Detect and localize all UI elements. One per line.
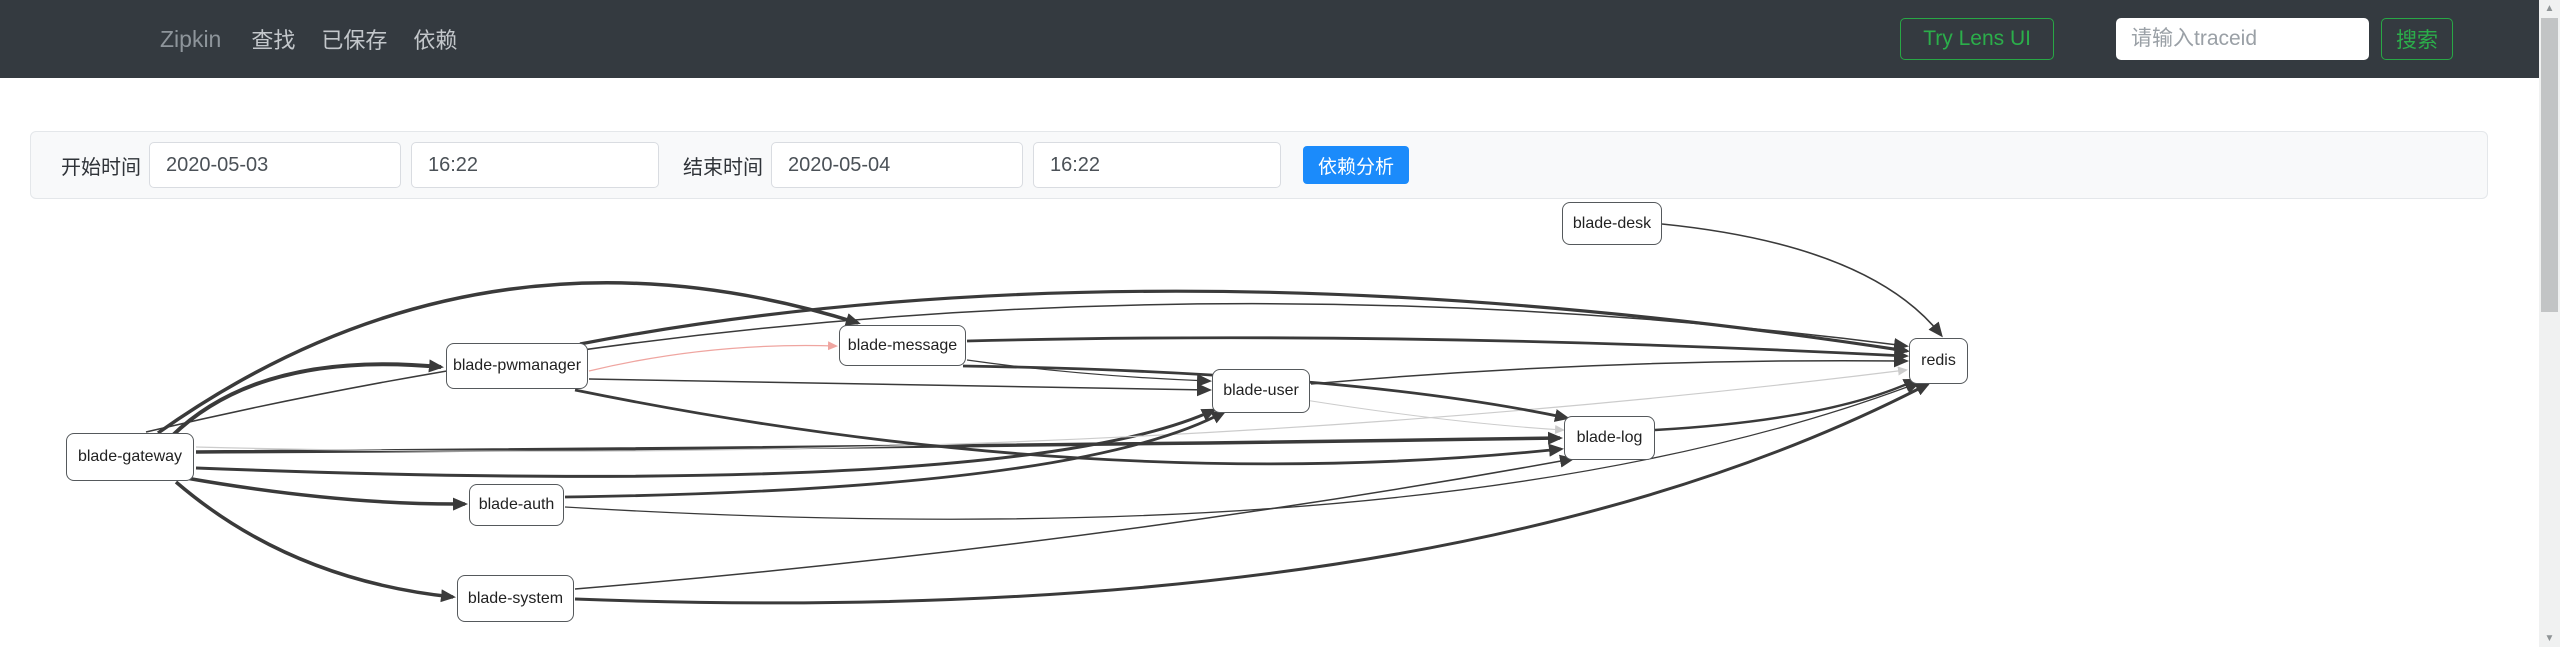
graph-node-blade-message[interactable]: blade-message — [839, 325, 966, 366]
edge-blade-gateway-to-redis — [195, 366, 1908, 452]
edge-blade-gateway-to-blade-system — [174, 480, 456, 603]
graph-node-blade-desk[interactable]: blade-desk — [1562, 202, 1662, 245]
scrollbar-thumb[interactable] — [2541, 18, 2558, 312]
edge-blade-system-to-redis — [574, 382, 1931, 605]
edge-blade-gateway-to-redis — [145, 302, 1909, 433]
nav-links: 查找 已保存 依赖 — [251, 23, 457, 55]
edge-blade-pwmanager-to-blade-log — [574, 388, 1564, 466]
nav-link-find[interactable]: 查找 — [251, 28, 296, 53]
edge-blade-pwmanager-to-blade-user — [588, 378, 1212, 397]
scroll-up-arrow-icon[interactable]: ▲ — [2544, 3, 2555, 14]
graph-node-blade-log[interactable]: blade-log — [1564, 416, 1655, 460]
vertical-scrollbar[interactable]: ▲ ▼ — [2539, 0, 2560, 647]
edge-blade-system-to-blade-log — [574, 454, 1575, 590]
edge-blade-auth-to-redis — [564, 381, 1921, 520]
edge-blade-user-to-blade-log — [1304, 399, 1565, 434]
end-time-label: 结束时间 — [683, 156, 763, 179]
end-date-input[interactable] — [771, 142, 1023, 188]
edge-blade-gateway-to-blade-message — [156, 281, 861, 435]
nav-link-dependencies[interactable]: 依赖 — [413, 28, 458, 53]
edge-blade-pwmanager-to-redis — [579, 289, 1910, 356]
edge-blade-auth-to-blade-user — [564, 410, 1227, 499]
filter-toolbar: 开始时间 结束时间 依赖分析 — [30, 131, 2488, 199]
traceid-search-input[interactable] — [2116, 18, 2369, 60]
graph-node-redis[interactable]: redis — [1909, 338, 1968, 384]
navbar-right-group: Try Lens UI 搜索 — [1900, 18, 2453, 60]
top-navbar: Zipkin 查找 已保存 依赖 Try Lens UI 搜索 — [0, 0, 2539, 78]
try-lens-ui-button[interactable]: Try Lens UI — [1900, 18, 2054, 60]
edge-blade-message-to-redis — [966, 336, 1909, 362]
scroll-down-arrow-icon[interactable]: ▼ — [2544, 633, 2555, 644]
end-time-input[interactable] — [1033, 142, 1281, 188]
nav-link-saved[interactable]: 已保存 — [321, 28, 388, 53]
edge-blade-gateway-to-blade-user — [195, 408, 1217, 478]
graph-node-blade-user[interactable]: blade-user — [1212, 369, 1310, 413]
graph-node-blade-system[interactable]: blade-system — [457, 575, 574, 622]
start-time-input[interactable] — [411, 142, 659, 188]
graph-node-blade-gateway[interactable]: blade-gateway — [66, 433, 194, 481]
edge-blade-user-to-redis — [1310, 354, 1909, 385]
edge-blade-log-to-redis — [1654, 378, 1919, 432]
graph-node-blade-auth[interactable]: blade-auth — [469, 484, 564, 526]
edge-blade-message-to-blade-user — [966, 359, 1212, 388]
start-time-label: 开始时间 — [61, 156, 141, 179]
graph-node-blade-pwmanager[interactable]: blade-pwmanager — [446, 343, 588, 389]
start-date-input[interactable] — [149, 142, 401, 188]
search-button[interactable]: 搜索 — [2381, 18, 2453, 60]
edge-blade-pwmanager-to-blade-message — [588, 341, 838, 372]
brand-zipkin[interactable]: Zipkin — [160, 25, 222, 52]
edge-blade-gateway-to-blade-pwmanager — [170, 359, 444, 438]
edge-blade-gateway-to-blade-auth — [185, 476, 468, 511]
dependency-analyze-button[interactable]: 依赖分析 — [1303, 146, 1410, 184]
edge-blade-desk-to-redis — [1661, 223, 1943, 338]
